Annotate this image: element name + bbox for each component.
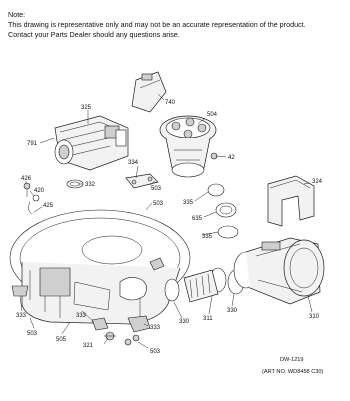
circulation-pump [54, 115, 129, 171]
callout-333-left: 333 [16, 313, 27, 319]
art-number: (ART NO. WD8458 C30) [262, 369, 324, 375]
callout-311: 311 [203, 316, 213, 322]
callout-310: 310 [309, 314, 320, 320]
callout-335-upper: 335 [183, 200, 194, 206]
note-line-2: Contact your Parts Dealer should any que… [8, 30, 180, 39]
hose-clamps-and-fasteners [11, 179, 245, 346]
mounting-bracket [125, 173, 159, 189]
note-line-1: This drawing is representative only and … [8, 20, 306, 29]
diverter-cover [131, 71, 167, 113]
callout-332: 332 [85, 182, 96, 188]
callout-740: 740 [165, 100, 176, 106]
leader-lines [19, 93, 313, 349]
disclaimer-note: Note: This drawing is representative onl… [8, 10, 344, 40]
filter-housing [159, 115, 218, 178]
callout-425: 425 [43, 203, 54, 209]
callout-426: 426 [21, 176, 32, 182]
callout-503-upper: 503 [151, 186, 162, 192]
callout-333-center: 333 [76, 313, 87, 319]
callout-635: 635 [192, 216, 203, 222]
callout-505: 505 [56, 337, 67, 343]
callout-42: 42 [228, 155, 235, 161]
sump-tub-base [9, 209, 191, 325]
note-heading: Note: [8, 10, 26, 19]
callout-324: 324 [312, 179, 323, 185]
callout-334: 334 [128, 160, 139, 166]
callout-325: 325 [81, 105, 92, 111]
drain-pump-motor [233, 237, 325, 305]
callout-321: 321 [83, 343, 94, 349]
callout-420: 420 [34, 188, 45, 194]
callout-791: 791 [27, 141, 38, 147]
callout-503-middle: 503 [153, 201, 164, 207]
callout-330-left: 330 [179, 319, 190, 325]
callout-330-right: 330 [227, 308, 238, 314]
callout-503-lower-right: 503 [150, 349, 161, 355]
pump-bracket-cover [267, 175, 315, 227]
drawing-number: DW-1219 [280, 357, 304, 363]
callout-333-right: 333 [150, 325, 161, 331]
callout-503-lower-left: 503 [27, 331, 38, 337]
callout-504: 504 [207, 112, 218, 118]
callout-335-lower: 335 [202, 234, 213, 240]
callout-labels: 325 740 504 791 42 334 426 420 332 503 3… [16, 100, 323, 355]
